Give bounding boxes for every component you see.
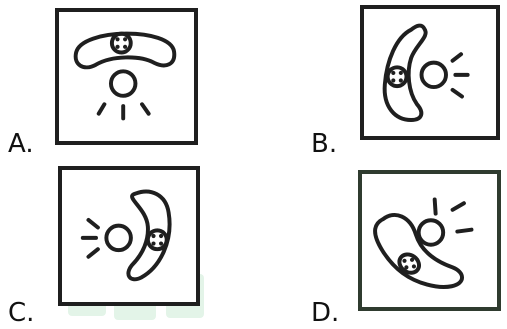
eyespot-dots	[115, 37, 128, 49]
option-label-b: B.	[311, 129, 338, 159]
diagram-a	[73, 31, 177, 121]
light-source-icon	[419, 60, 448, 90]
eyespot-dots	[151, 233, 164, 246]
panel-d[interactable]	[358, 170, 501, 311]
panel-b[interactable]	[360, 5, 500, 140]
eyespot-icon	[145, 228, 169, 252]
panel-c[interactable]	[58, 166, 200, 306]
light-ray-1	[96, 102, 107, 116]
cell-body	[73, 31, 177, 70]
option-label-c: C.	[8, 298, 35, 328]
diagram-b	[382, 23, 470, 122]
light-ray-1	[432, 197, 438, 216]
diagram-d	[373, 197, 474, 289]
panel-a[interactable]	[55, 8, 198, 145]
light-source-icon	[104, 223, 133, 253]
cell-body	[373, 213, 464, 289]
eyespot-dots	[391, 70, 403, 83]
cell-body	[126, 189, 172, 282]
light-ray-3	[450, 87, 464, 99]
light-ray-3	[86, 247, 100, 259]
eyespot-icon	[109, 31, 133, 55]
light-ray-3	[140, 102, 151, 116]
light-ray-1	[450, 52, 464, 63]
light-ray-2	[450, 201, 466, 212]
option-label-d: D.	[311, 298, 340, 328]
option-label-a: A.	[8, 129, 34, 159]
light-ray-1	[86, 217, 100, 230]
eyespot-dots	[402, 257, 417, 270]
diagram-c	[80, 189, 172, 282]
cell-body	[382, 23, 428, 122]
light-source-icon	[108, 69, 138, 98]
eyespot-icon	[385, 65, 409, 89]
eyespot-icon	[397, 252, 421, 275]
light-ray-3	[455, 227, 474, 234]
light-source-icon	[416, 218, 446, 247]
